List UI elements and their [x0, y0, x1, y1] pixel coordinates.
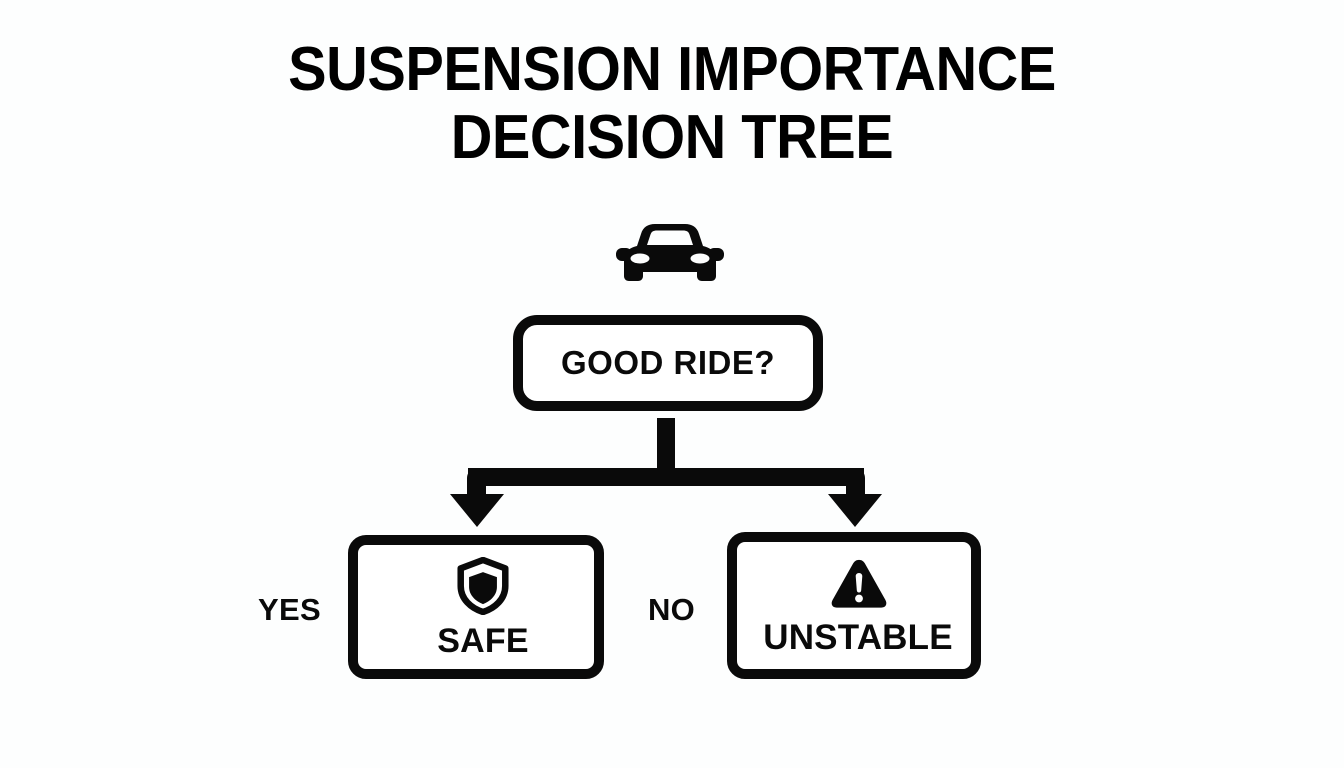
connector-stem [657, 418, 675, 472]
outcome-label-unstable: UNSTABLE [763, 618, 953, 657]
car-front-icon [615, 220, 725, 290]
connector-arm-left [468, 468, 486, 500]
connector-arm-right [846, 468, 864, 500]
outcome-node-unstable[interactable]: UNSTABLE [727, 532, 981, 679]
branch-label-yes: YES [258, 592, 321, 627]
decision-node-label: GOOD RIDE? [560, 344, 775, 381]
title-line-1: SUSPENSION IMPORTANCE [288, 35, 1056, 104]
diagram-title: SUSPENSION IMPORTANCE DECISION TREE [0, 36, 1344, 172]
arrowhead-right [828, 494, 882, 527]
warning-triangle-icon [829, 556, 889, 616]
title-line-2: DECISION TREE [450, 103, 894, 172]
arrowhead-left [450, 494, 504, 527]
shield-icon [457, 556, 509, 620]
connector-bar [467, 468, 865, 500]
decision-node[interactable]: GOOD RIDE? [513, 315, 823, 411]
outcome-node-safe[interactable]: SAFE [348, 535, 604, 679]
branch-label-no: NO [648, 592, 696, 627]
outcome-label-safe: SAFE [437, 621, 529, 660]
